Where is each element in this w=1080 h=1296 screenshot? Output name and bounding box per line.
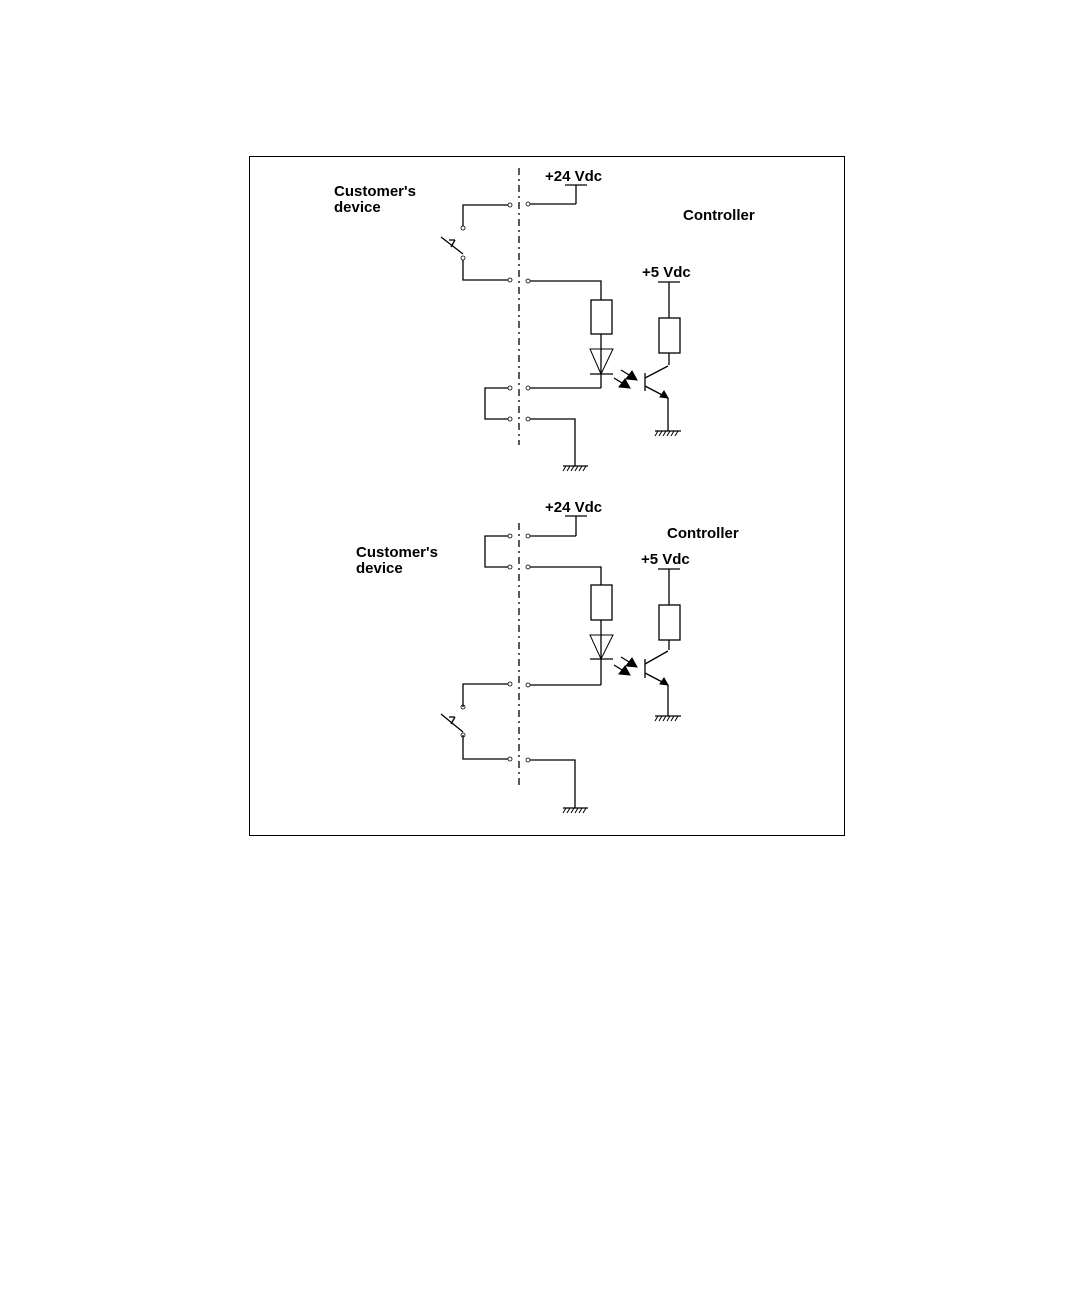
circuit-2: Customer's device +24 Vdc Controller +5 … xyxy=(356,499,739,813)
customer-jumper xyxy=(485,536,508,567)
customer-switch xyxy=(441,205,508,280)
supply-5v-label: +5 Vdc xyxy=(642,264,691,281)
pullup-resistor xyxy=(659,605,680,640)
supply-5v-wire xyxy=(658,282,680,365)
pullup-resistor xyxy=(659,318,680,353)
supply-24v-label: +24 Vdc xyxy=(545,499,602,516)
customer-device-label-line1: Customer's xyxy=(356,544,438,561)
phototransistor xyxy=(645,651,668,716)
controller-label: Controller xyxy=(667,525,739,542)
ground-1 xyxy=(530,419,588,471)
input-resistor xyxy=(591,300,612,334)
controller-label: Controller xyxy=(683,207,755,224)
diagram-frame xyxy=(250,157,845,836)
supply-5v-label: +5 Vdc xyxy=(641,551,690,568)
customer-device-label-line2: device xyxy=(334,199,381,216)
supply-24v-wire xyxy=(530,516,587,536)
light-arrows-icon xyxy=(614,657,637,675)
customer-device-label-line2: device xyxy=(356,560,403,577)
ground-2 xyxy=(655,716,681,721)
customer-jumper xyxy=(485,388,508,419)
customer-device-label-line1: Customer's xyxy=(334,183,416,200)
input-wire xyxy=(530,281,601,300)
terminals xyxy=(461,534,530,762)
light-arrows-icon xyxy=(614,370,637,388)
input-resistor xyxy=(591,585,612,620)
phototransistor xyxy=(645,366,668,431)
circuit-1: Customer's device +24 Vdc Controller +5 … xyxy=(334,168,755,471)
supply-24v-wire xyxy=(529,185,587,204)
input-wire xyxy=(530,567,601,585)
ground-2 xyxy=(655,431,681,436)
ground-1 xyxy=(530,760,588,813)
supply-24v-label: +24 Vdc xyxy=(545,168,602,185)
customer-switch xyxy=(441,684,508,759)
supply-5v-wire xyxy=(658,569,680,650)
